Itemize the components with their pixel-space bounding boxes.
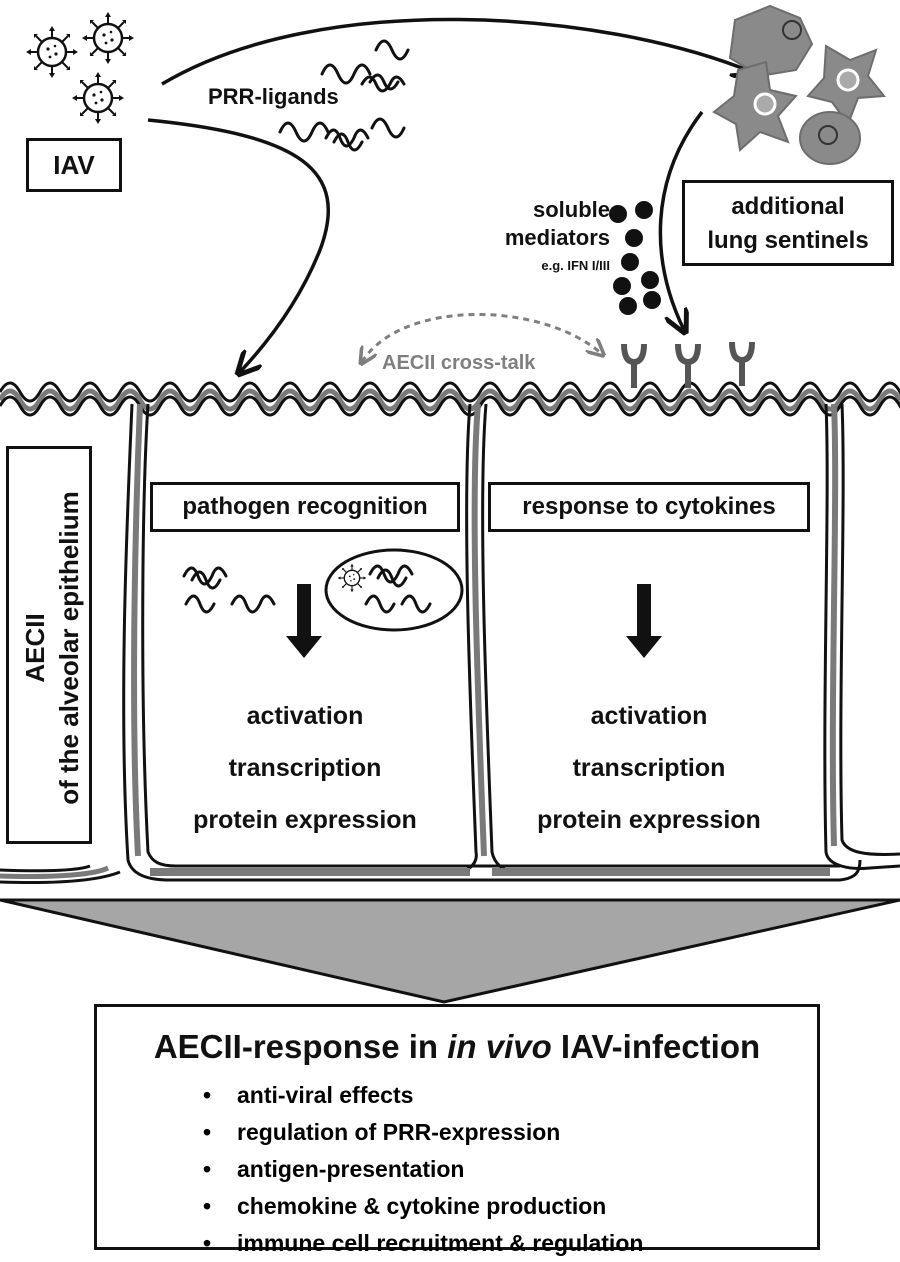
down-arrow-icon: [626, 584, 662, 658]
cross-talk-label: AECII cross-talk: [382, 352, 536, 374]
rna-strand-icon: [230, 594, 276, 614]
sentinel-cell-icon: [728, 4, 814, 78]
bullet-icon: •: [203, 1230, 212, 1256]
soluble-label-line2: mediators: [504, 225, 610, 250]
prr-ligand-strands: [278, 39, 410, 152]
arrow-iav-to-sentinels: [161, 17, 752, 86]
cell-step: activation: [590, 702, 708, 730]
virus-icon: [24, 24, 80, 80]
summary-title-start: AECII-response in: [153, 1028, 448, 1065]
receptors: [624, 342, 752, 388]
summary-item-text: antigen-presentation: [237, 1156, 465, 1182]
vesicle-rna-strands: [364, 564, 432, 614]
arrow-sentinels-to-receptors: [658, 110, 704, 330]
virus-cluster: [24, 10, 136, 126]
rna-strand-icon: [400, 594, 432, 614]
rna-strand-icon: [190, 570, 222, 590]
rna-strand-icon: [184, 594, 216, 614]
virus-icon: [80, 10, 136, 66]
down-arrows: [286, 584, 662, 658]
cell-step: activation: [246, 702, 364, 730]
lung-sentinels-line2: lung sentinels: [707, 227, 869, 254]
cross-talk-arrow: [362, 313, 602, 362]
mediator-dot-icon: [621, 253, 639, 271]
summary-title-italic: in vivo: [447, 1028, 552, 1065]
virus-icon: [70, 70, 126, 126]
bullet-icon: •: [203, 1193, 212, 1219]
side-title-box: AECII of the alveolar epithelium: [6, 446, 92, 844]
cell-title: response to cytokines: [522, 493, 776, 520]
rna-strand-icon: [360, 75, 406, 93]
summary-item-text: chemokine & cytokine production: [237, 1193, 607, 1219]
cell-step: protein expression: [193, 806, 417, 834]
mediator-example-label: e.g. IFN I/III: [541, 258, 610, 273]
mediator-dot-icon: [625, 229, 643, 247]
rna-strand-icon: [364, 594, 396, 614]
cell-title-box: response to cytokines: [488, 482, 810, 532]
rna-strand-icon: [374, 39, 410, 61]
mediator-dot-icon: [635, 201, 653, 219]
mediator-dots: [609, 201, 661, 315]
receptor-icon: [624, 344, 644, 388]
soluble-mediators-label: soluble mediators: [500, 196, 610, 252]
cell-step: transcription: [228, 754, 382, 782]
endosome-vesicle: [324, 548, 464, 632]
iav-box: IAV: [26, 138, 122, 192]
cell-title: pathogen recognition: [182, 493, 428, 520]
mediator-dot-icon: [641, 271, 659, 289]
rna-strand-icon: [368, 564, 414, 584]
arrow-iav-to-aecii: [147, 118, 330, 372]
summary-item: • anti-viral effects: [203, 1077, 643, 1114]
summary-item: • immune cell recruitment & regulation: [203, 1225, 643, 1262]
bullet-icon: •: [203, 1156, 212, 1182]
sentinel-cell-icon: [799, 111, 861, 165]
soluble-label-line1: soluble: [532, 197, 610, 222]
summary-funnel: [0, 898, 900, 1004]
iav-label: IAV: [53, 150, 95, 180]
side-title-line2: of the alveolar epithelium: [54, 491, 84, 805]
cell-rna-strands: [182, 566, 276, 614]
rna-strand-icon: [182, 566, 228, 586]
receptor-icon: [732, 342, 752, 386]
bullet-icon: •: [203, 1082, 212, 1108]
mediator-dot-icon: [619, 297, 637, 315]
summary-title: AECII-response in in vivo IAV-infection: [97, 1027, 817, 1067]
summary-item: • antigen-presentation: [203, 1151, 643, 1188]
rna-strand-icon: [370, 117, 406, 139]
lung-sentinels-box: additional lung sentinels: [682, 180, 894, 266]
epithelium: [0, 381, 900, 885]
cell-title-box: pathogen recognition: [150, 482, 460, 532]
mediator-dot-icon: [613, 277, 631, 295]
cell-steps: activation transcription protein express…: [150, 690, 460, 846]
summary-box: AECII-response in in vivo IAV-infection …: [94, 1004, 820, 1256]
sentinel-cells: [712, 4, 886, 165]
rna-strand-icon: [368, 73, 400, 91]
rna-strand-icon: [324, 128, 370, 148]
cell-step: protein expression: [537, 806, 761, 834]
mediator-dot-icon: [643, 291, 661, 309]
rna-strand-icon: [320, 63, 372, 85]
side-title-line1: AECII: [20, 613, 50, 683]
summary-item: • chemokine & cytokine production: [203, 1188, 643, 1225]
cell-steps: activation transcription protein express…: [494, 690, 804, 846]
summary-title-end: IAV-infection: [551, 1028, 761, 1065]
cell-step: transcription: [572, 754, 726, 782]
lung-sentinels-line1: additional: [731, 193, 845, 220]
rna-strand-icon: [278, 121, 330, 143]
bullet-icon: •: [203, 1119, 212, 1145]
rna-strand-icon: [332, 132, 364, 152]
down-arrow-icon: [286, 584, 322, 658]
prr-ligands-label: PRR-ligands: [208, 84, 339, 109]
summary-item: • regulation of PRR-expression: [203, 1114, 643, 1151]
summary-item-text: regulation of PRR-expression: [237, 1119, 561, 1145]
mediator-dot-icon: [609, 205, 627, 223]
receptor-icon: [678, 344, 698, 388]
summary-item-text: immune cell recruitment & regulation: [237, 1230, 644, 1256]
summary-item-text: anti-viral effects: [237, 1082, 414, 1108]
summary-list: • anti-viral effects • regulation of PRR-e…: [203, 1077, 643, 1262]
rna-strand-icon: [376, 568, 408, 588]
